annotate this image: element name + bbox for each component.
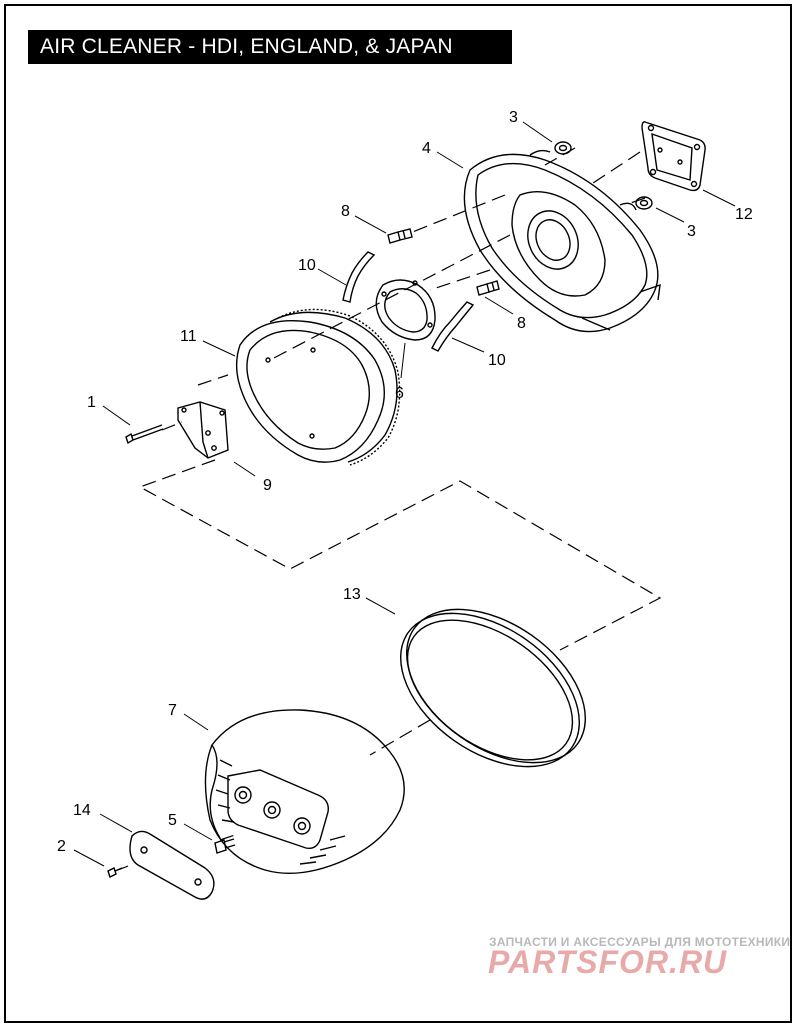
title-bar: AIR CLEANER - HDI, ENGLAND, & JAPAN bbox=[28, 30, 512, 64]
part-13-trim-ring bbox=[399, 608, 587, 768]
callout-4: 4 bbox=[422, 140, 431, 157]
callout-10-lower: 10 bbox=[488, 352, 506, 369]
callout-5: 5 bbox=[168, 812, 177, 829]
part-14-plate bbox=[129, 830, 215, 900]
part-8-breather-bolt-lower bbox=[476, 280, 500, 296]
watermark-tagline: ЗАПЧАСТИ И АКСЕССУАРЫ ДЛЯ МОТОТЕХНИКИ bbox=[489, 935, 791, 949]
assembly-guide-lines bbox=[117, 147, 662, 871]
part-11-filter-element bbox=[235, 308, 401, 466]
callout-8-upper: 8 bbox=[341, 203, 350, 220]
callout-3-upper: 3 bbox=[509, 109, 518, 126]
callout-8-lower: 8 bbox=[517, 315, 526, 332]
callout-12: 12 bbox=[735, 206, 753, 223]
part-6-gasket-ring bbox=[375, 279, 436, 341]
callout-1: 1 bbox=[87, 394, 96, 411]
callout-10-upper: 10 bbox=[298, 257, 316, 274]
callout-labels: 1 2 3 3 4 5 6 7 8 8 9 10 10 11 12 13 14 bbox=[57, 109, 753, 855]
part-3-washer-upper bbox=[554, 141, 572, 155]
callout-6: 6 bbox=[395, 385, 404, 402]
callout-11: 11 bbox=[180, 328, 197, 345]
part-3-washer-lower bbox=[635, 196, 653, 210]
part-4-backplate bbox=[463, 149, 661, 333]
callout-2: 2 bbox=[57, 838, 66, 855]
part-10-hose-upper bbox=[342, 251, 376, 303]
part-12-gasket bbox=[641, 121, 706, 192]
part-2-small-screw bbox=[107, 867, 123, 878]
part-8-breather-bolt-upper bbox=[387, 228, 413, 244]
callout-3-lower: 3 bbox=[687, 223, 696, 240]
diagram-frame bbox=[4, 4, 792, 1023]
leader-lines bbox=[73, 121, 736, 867]
callout-13: 13 bbox=[343, 586, 361, 603]
callout-9: 9 bbox=[263, 477, 272, 494]
part-10-hose-lower bbox=[431, 301, 475, 352]
part-1-screw bbox=[125, 424, 164, 445]
callout-7: 7 bbox=[168, 702, 177, 719]
watermark-logo: PARTSFOR.RU bbox=[488, 944, 728, 980]
page-title: AIR CLEANER - HDI, ENGLAND, & JAPAN bbox=[40, 35, 453, 58]
part-7-cover bbox=[204, 709, 405, 874]
callout-14: 14 bbox=[73, 802, 91, 819]
part-9-bracket bbox=[177, 401, 229, 459]
part-5-screw bbox=[214, 838, 236, 854]
